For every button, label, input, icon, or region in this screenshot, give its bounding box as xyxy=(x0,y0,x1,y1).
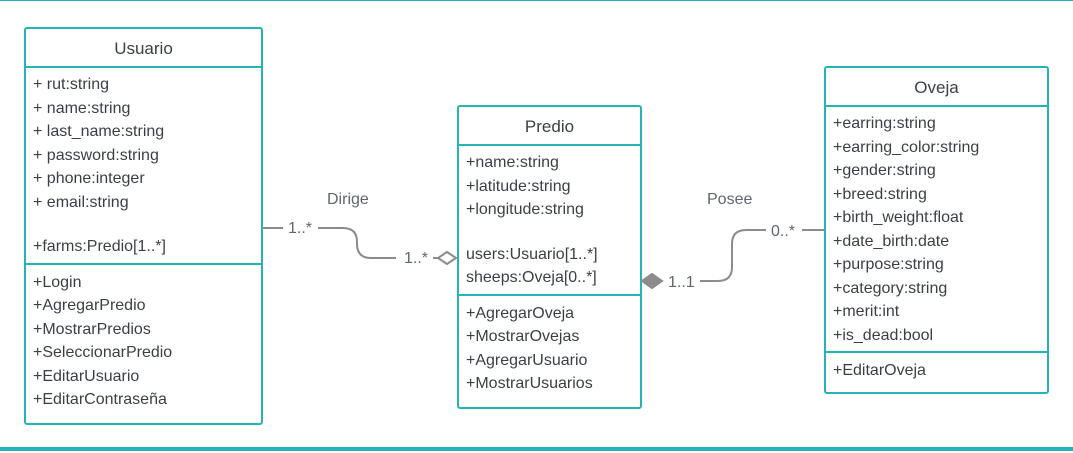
composition-diamond-icon xyxy=(640,272,664,290)
attribute: + rut:string xyxy=(33,76,110,93)
attribute: +gender:string xyxy=(833,162,936,179)
posee-source-multiplicity: 1..1 xyxy=(668,274,695,291)
method: +AgregarOveja xyxy=(466,304,575,322)
relation-attribute: sheeps:Oveja[0..*] xyxy=(466,269,597,286)
attribute: +latitude:string xyxy=(466,177,571,195)
method: +MostrarPredios xyxy=(33,320,151,338)
attribute: +longitude:string xyxy=(466,201,584,218)
posee-target-multiplicity: 0..* xyxy=(771,223,795,240)
class-oveja-attributes: +earring:string +earring_color:string +g… xyxy=(826,107,1047,351)
attribute: +is_dead:bool xyxy=(833,326,934,344)
association-posee-label: Posee xyxy=(707,191,752,208)
association-posee-line[interactable] xyxy=(700,229,824,282)
class-usuario-methods: +Login +AgregarPredio +MostrarPredios +S… xyxy=(26,262,261,416)
aggregation-diamond-icon xyxy=(436,250,458,266)
method: +SeleccionarPredio xyxy=(33,344,173,361)
bottom-frame-line xyxy=(0,447,1073,451)
class-predio[interactable]: Predio +name:string +latitude:string +lo… xyxy=(457,105,642,409)
attribute: +purpose:string xyxy=(833,256,944,273)
dirige-target-multiplicity: 1..* xyxy=(404,250,428,267)
method: +AgregarUsuario xyxy=(466,351,588,369)
attribute: +category:string xyxy=(833,279,948,297)
attribute: +merit:int xyxy=(833,303,900,320)
method: +EditarUsuario xyxy=(33,367,140,385)
attribute: + phone:integer xyxy=(33,170,145,187)
class-predio-methods: +AgregarOveja +MostrarOvejas +AgregarUsu… xyxy=(459,293,640,400)
relation-attribute: +farms:Predio[1..*] xyxy=(33,238,166,255)
attribute: +earring_color:string xyxy=(833,138,980,156)
top-frame-line xyxy=(0,0,1073,1)
association-dirige-label: Dirige xyxy=(327,191,369,208)
attribute: + name:string xyxy=(33,99,131,117)
relation-attribute: users:Usuario[1..*] xyxy=(466,245,598,263)
method: +MostrarUsuarios xyxy=(466,375,593,392)
method: +EditarContraseña xyxy=(33,391,167,408)
attribute: +date_birth:date xyxy=(833,232,950,250)
attribute: + password:string xyxy=(33,146,159,164)
class-oveja-methods: +EditarOveja xyxy=(826,351,1047,387)
attribute: +breed:string xyxy=(833,185,927,203)
class-usuario-name: Usuario xyxy=(26,29,261,68)
class-oveja-name: Oveja xyxy=(826,68,1047,107)
class-predio-name: Predio xyxy=(459,107,640,146)
attribute: + email:string xyxy=(33,193,129,211)
method: +Login xyxy=(33,273,82,291)
dirige-source-multiplicity: 1..* xyxy=(288,220,312,237)
class-predio-attributes: +name:string +latitude:string +longitude… xyxy=(459,146,640,294)
attribute: +name:string xyxy=(466,154,559,171)
class-oveja[interactable]: Oveja +earring:string +earring_color:str… xyxy=(824,66,1049,394)
attribute: +earring:string xyxy=(833,115,936,132)
class-usuario[interactable]: Usuario + rut:string + name:string + las… xyxy=(24,27,263,425)
class-usuario-attributes: + rut:string + name:string + last_name:s… xyxy=(26,68,261,263)
attribute: +birth_weight:float xyxy=(833,209,964,226)
attribute: + last_name:string xyxy=(33,123,165,140)
method: +AgregarPredio xyxy=(33,297,146,314)
method: +MostrarOvejas xyxy=(466,328,580,345)
method: +EditarOveja xyxy=(833,362,926,379)
